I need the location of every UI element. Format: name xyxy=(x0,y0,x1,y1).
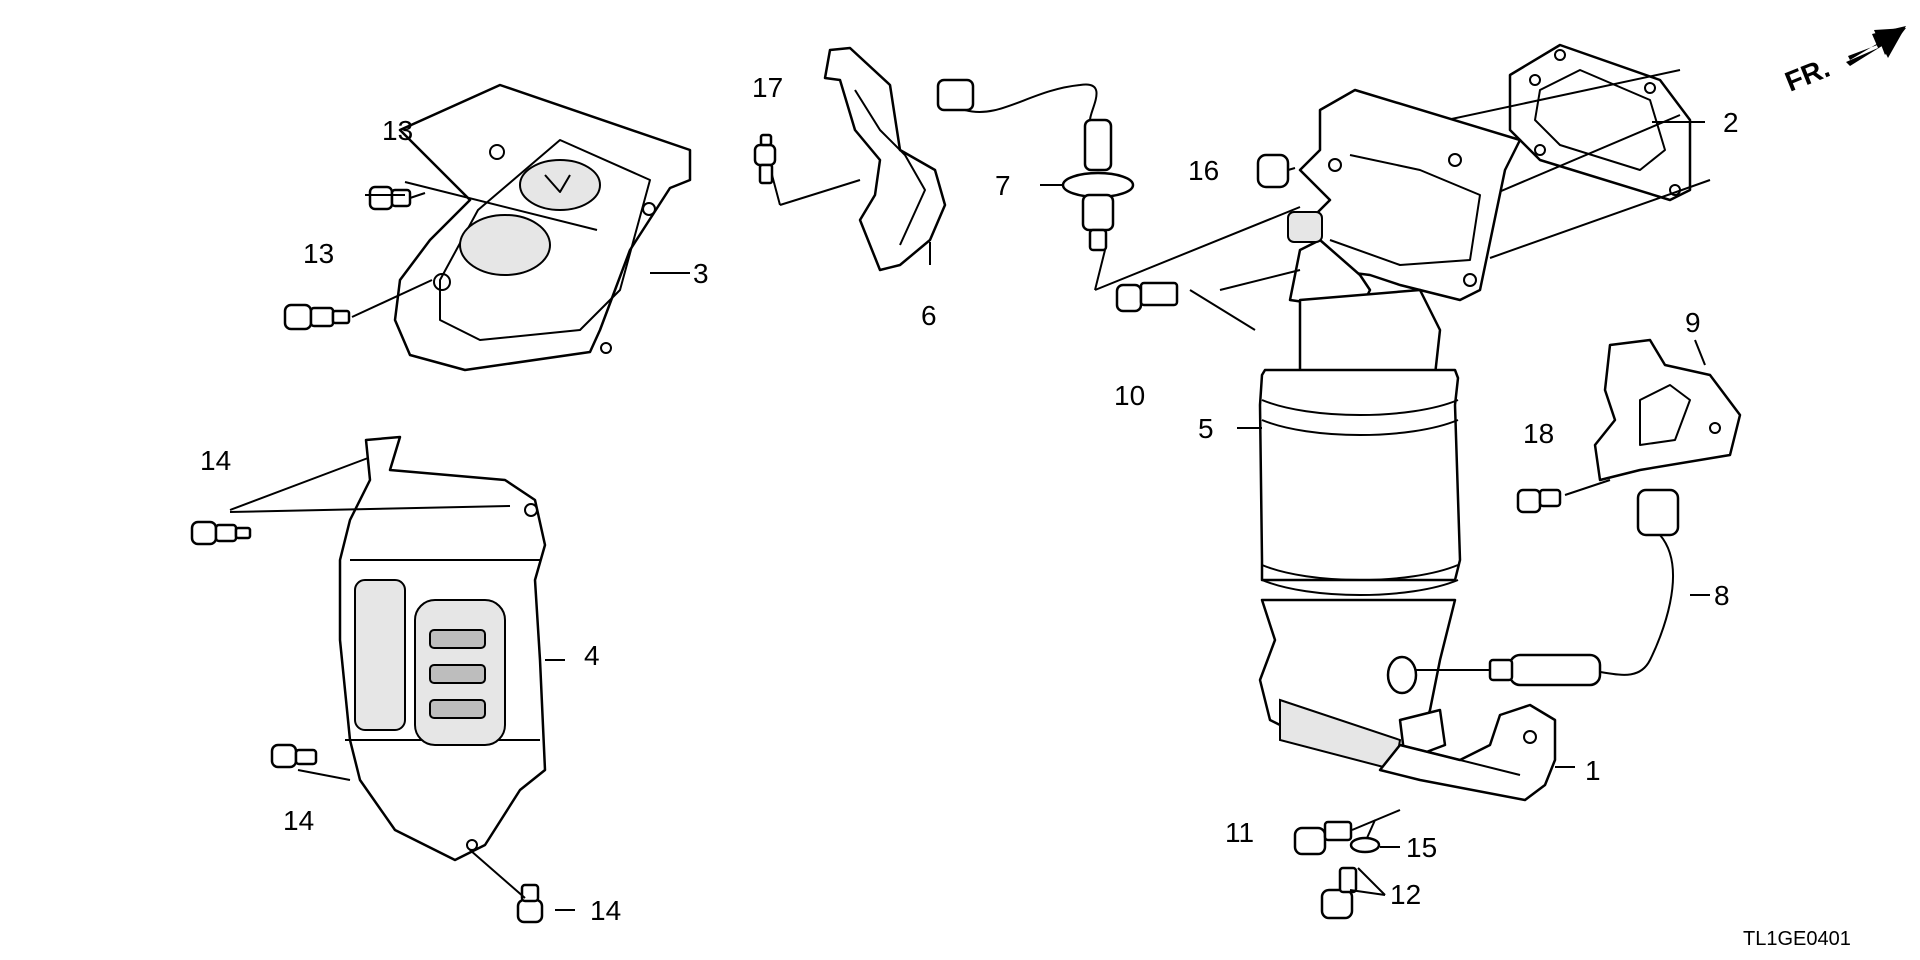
part-5-catalytic-converter-manifold xyxy=(1258,88,1522,772)
washer-15 xyxy=(1349,836,1381,854)
bolt-14-left xyxy=(270,743,318,769)
part-8-lower-oxygen-sensor xyxy=(1488,488,1680,687)
callout-4: 4 xyxy=(584,640,600,671)
callout-16: 16 xyxy=(1188,155,1219,186)
callout-15: 15 xyxy=(1406,832,1437,863)
callout-13-lower: 13 xyxy=(303,238,334,269)
callout-5: 5 xyxy=(1198,413,1214,444)
callout-14-upper: 14 xyxy=(200,445,231,476)
callout-18: 18 xyxy=(1523,418,1554,449)
bolt-13-upper xyxy=(368,185,426,211)
part-4-lower-heat-shield xyxy=(338,435,547,862)
bolt-11 xyxy=(1293,820,1353,856)
callout-7: 7 xyxy=(995,170,1011,201)
callout-3: 3 xyxy=(693,258,709,289)
bolt-12 xyxy=(1320,866,1358,920)
bolt-17 xyxy=(753,133,777,185)
part-9-sensor-bracket xyxy=(1593,338,1742,482)
callout-13-upper: 13 xyxy=(382,115,413,146)
callout-labels: 1 2 3 4 5 6 7 8 9 10 11 12 13 13 14 14 1… xyxy=(200,72,1739,926)
callout-11: 11 xyxy=(1225,817,1254,848)
part-1-bracket xyxy=(1378,703,1557,802)
callout-1: 1 xyxy=(1585,755,1601,786)
part-6-bracket xyxy=(823,46,947,272)
callout-2: 2 xyxy=(1723,107,1739,138)
nut-16 xyxy=(1256,153,1290,189)
drawing-code: TL1GE0401 xyxy=(1743,928,1851,950)
callout-12: 12 xyxy=(1390,879,1421,910)
front-direction-indicator: FR. xyxy=(1781,26,1906,98)
callout-14-bottom: 14 xyxy=(590,895,621,926)
callout-14-left: 14 xyxy=(283,805,314,836)
part-7-upper-oxygen-sensor xyxy=(936,78,1135,252)
bolt-14-bottom xyxy=(516,883,544,924)
callout-8: 8 xyxy=(1714,580,1730,611)
bolt-13-lower xyxy=(283,303,351,331)
bolt-14-upper-left xyxy=(190,520,252,546)
bolt-18 xyxy=(1516,488,1562,514)
part-3-upper-heat-shield xyxy=(393,83,692,372)
bolt-10 xyxy=(1115,281,1179,313)
part-2-gasket xyxy=(1399,43,1711,259)
leader-lines xyxy=(229,121,1710,911)
front-label: FR. xyxy=(1781,52,1834,98)
callout-17: 17 xyxy=(752,72,783,103)
callout-10: 10 xyxy=(1114,380,1145,411)
callout-6: 6 xyxy=(921,300,937,331)
callout-9: 9 xyxy=(1685,307,1701,338)
